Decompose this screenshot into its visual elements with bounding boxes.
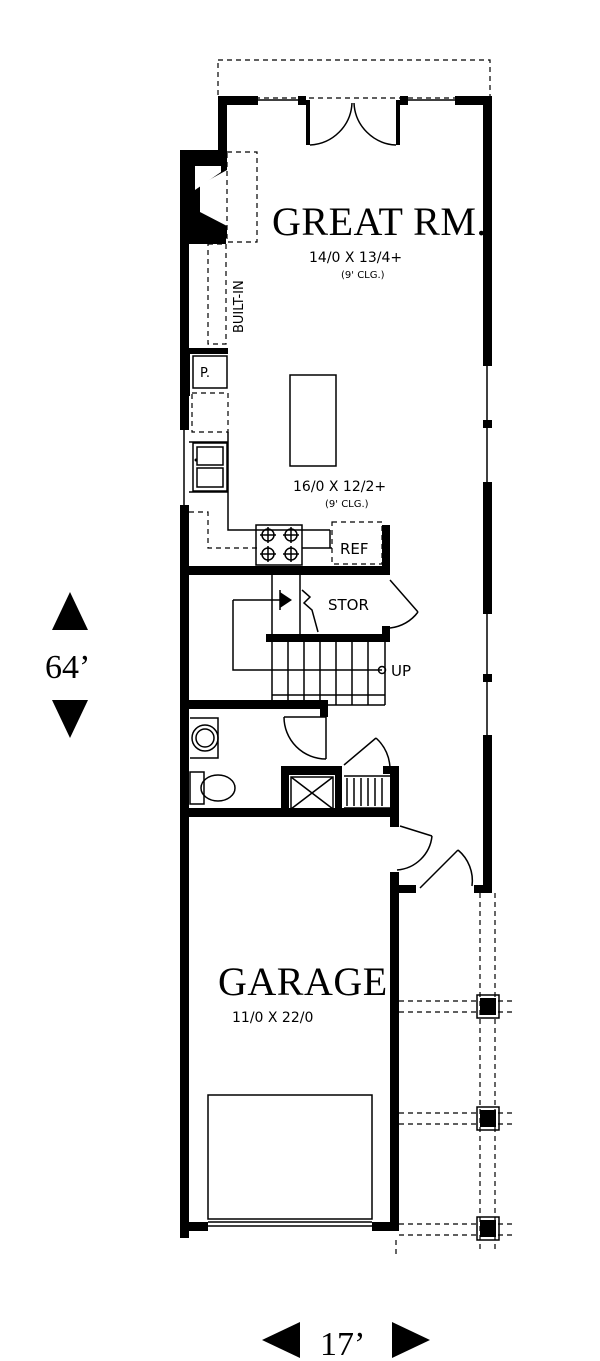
storage-label: STOR bbox=[328, 596, 369, 614]
great-room-name: GREAT RM. bbox=[272, 199, 487, 244]
storage-door bbox=[382, 579, 419, 636]
french-doors bbox=[306, 100, 400, 146]
arrow-right-icon bbox=[392, 1322, 430, 1358]
garage-size: 11/0 X 22/0 bbox=[232, 1010, 313, 1026]
kitchen-counters bbox=[189, 432, 330, 549]
patio-outline bbox=[217, 59, 491, 99]
kitchen-island bbox=[289, 374, 337, 467]
range bbox=[255, 524, 332, 566]
closets bbox=[281, 737, 399, 817]
kitchen-sink bbox=[192, 442, 228, 492]
arrow-left-icon bbox=[262, 1322, 300, 1358]
arrow-up-icon bbox=[52, 592, 88, 630]
windows bbox=[183, 99, 488, 735]
great-room-size: 14/0 X 13/4+ bbox=[309, 250, 402, 266]
depth-label: 64’ bbox=[45, 649, 90, 686]
refrigerator-label: REF bbox=[340, 540, 369, 558]
stairs-up-label: UP bbox=[391, 662, 411, 680]
great-room-ceiling: (9' CLG.) bbox=[341, 270, 385, 281]
kitchen-size: 16/0 X 12/2+ bbox=[293, 479, 386, 495]
depth-dimension: 64’ bbox=[45, 592, 90, 738]
arrow-down-icon bbox=[52, 700, 88, 738]
kitchen-wall bbox=[180, 566, 390, 575]
pergola bbox=[395, 893, 515, 1255]
refrigerator: REF bbox=[331, 521, 390, 575]
pantry-label: P. bbox=[200, 366, 210, 381]
fireplace bbox=[189, 151, 258, 243]
width-label: 17’ bbox=[320, 1326, 365, 1361]
exterior-walls bbox=[180, 96, 492, 1238]
width-dimension: 17’ bbox=[262, 1322, 430, 1361]
stairs: STOR UP bbox=[232, 575, 411, 706]
built-in: BUILT-IN bbox=[207, 243, 247, 345]
garage-entry-doors bbox=[390, 817, 474, 889]
powder-room bbox=[180, 700, 390, 817]
built-in-label: BUILT-IN bbox=[232, 280, 247, 333]
garage-door bbox=[207, 1094, 373, 1227]
garage-name: GARAGE bbox=[218, 959, 388, 1004]
kitchen-ceiling: (9' CLG.) bbox=[325, 499, 369, 510]
